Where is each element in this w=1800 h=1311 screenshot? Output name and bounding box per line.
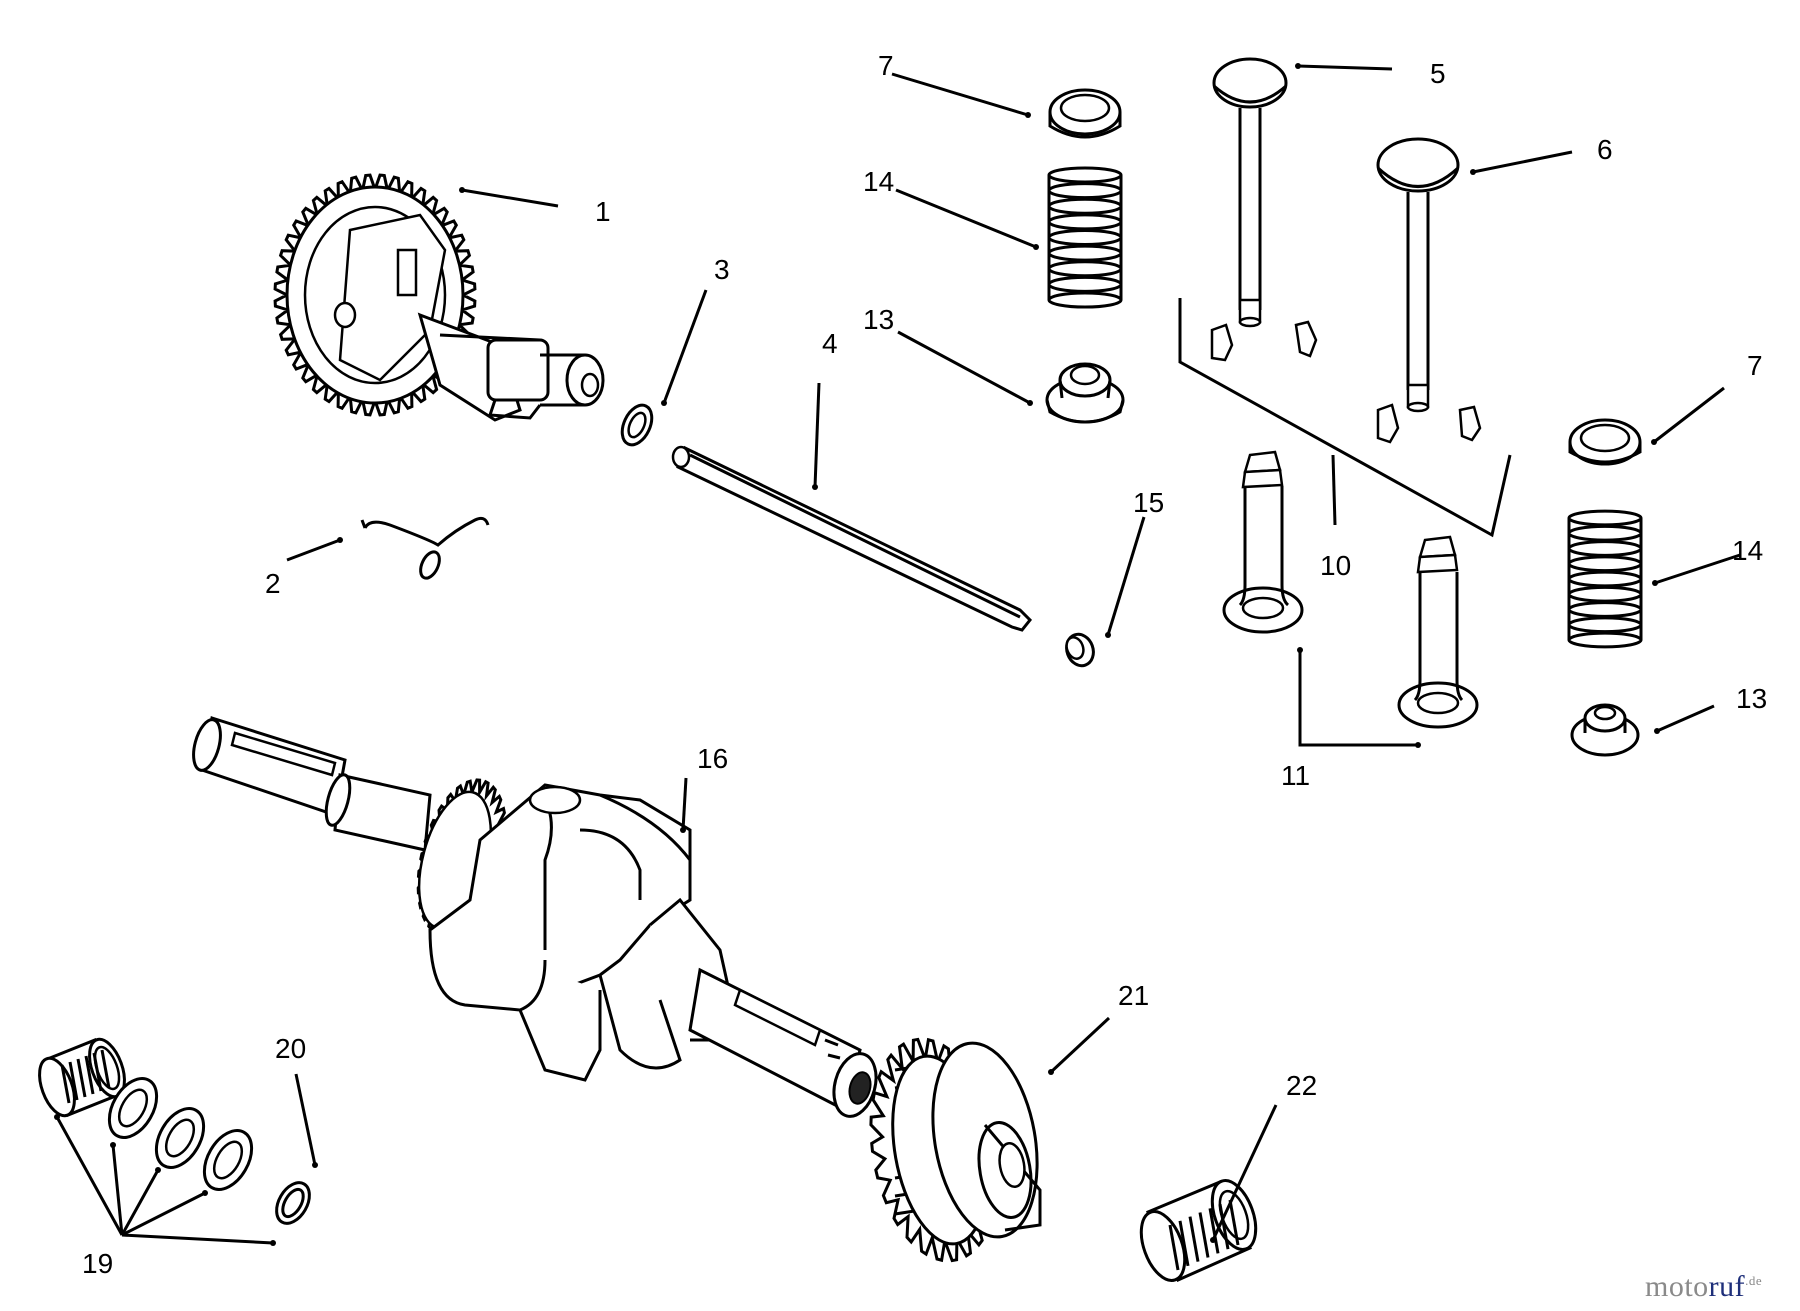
valve-seat-right — [1570, 703, 1640, 757]
callout-1: 1 — [595, 196, 611, 227]
bushing-part — [1065, 632, 1095, 668]
callout-22: 22 — [1286, 1070, 1318, 1101]
valve-spring-left — [1047, 166, 1123, 309]
callout-11: 11 — [1281, 760, 1311, 791]
crankshaft-gear-part — [869, 1037, 1042, 1263]
crankshaft-part — [192, 716, 878, 1118]
valve-part-5 — [1212, 57, 1288, 328]
wire-clip-part — [360, 516, 490, 580]
callout-13-left: 13 — [863, 304, 895, 335]
camshaft-gear-part — [273, 173, 605, 422]
watermark-part-c: .de — [1745, 1273, 1763, 1288]
shaft-part — [671, 445, 1033, 632]
valve-keepers — [1210, 320, 1482, 444]
leader-lines — [54, 63, 1741, 1246]
valve-part-6 — [1376, 137, 1460, 413]
callout-10: 10 — [1320, 550, 1352, 581]
callout-16: 16 — [697, 743, 729, 774]
callout-14-right: 14 — [1732, 535, 1764, 566]
snap-ring-part — [275, 1181, 311, 1225]
callout-20: 20 — [275, 1033, 307, 1064]
bearing-shim-set — [38, 1037, 254, 1191]
tappet-part-right — [1397, 535, 1479, 729]
valve-spring-right — [1567, 509, 1643, 649]
valve-seat-left — [1045, 362, 1125, 424]
callout-2: 2 — [265, 568, 281, 599]
valve-retainer-right — [1568, 418, 1642, 466]
callout-3: 3 — [714, 254, 730, 285]
callout-5: 5 — [1430, 58, 1446, 89]
callout-6: 6 — [1597, 134, 1613, 165]
callout-15: 15 — [1133, 487, 1165, 518]
callout-4: 4 — [822, 328, 838, 359]
callout-7-left: 7 — [878, 50, 894, 81]
washer-part — [620, 403, 654, 447]
needle-bearing-part — [1139, 1179, 1258, 1282]
watermark-logo: motoruf.de — [1645, 1270, 1762, 1304]
watermark-part-b: ruf — [1708, 1270, 1746, 1303]
callout-19: 19 — [82, 1248, 114, 1279]
tappet-part-left — [1222, 450, 1304, 634]
callout-13-right: 13 — [1736, 683, 1768, 714]
callout-14-left: 14 — [863, 166, 895, 197]
watermark-part-a: moto — [1645, 1270, 1709, 1303]
callout-7-right: 7 — [1747, 350, 1763, 381]
callout-21: 21 — [1118, 980, 1150, 1011]
valve-retainer-left — [1048, 88, 1122, 139]
